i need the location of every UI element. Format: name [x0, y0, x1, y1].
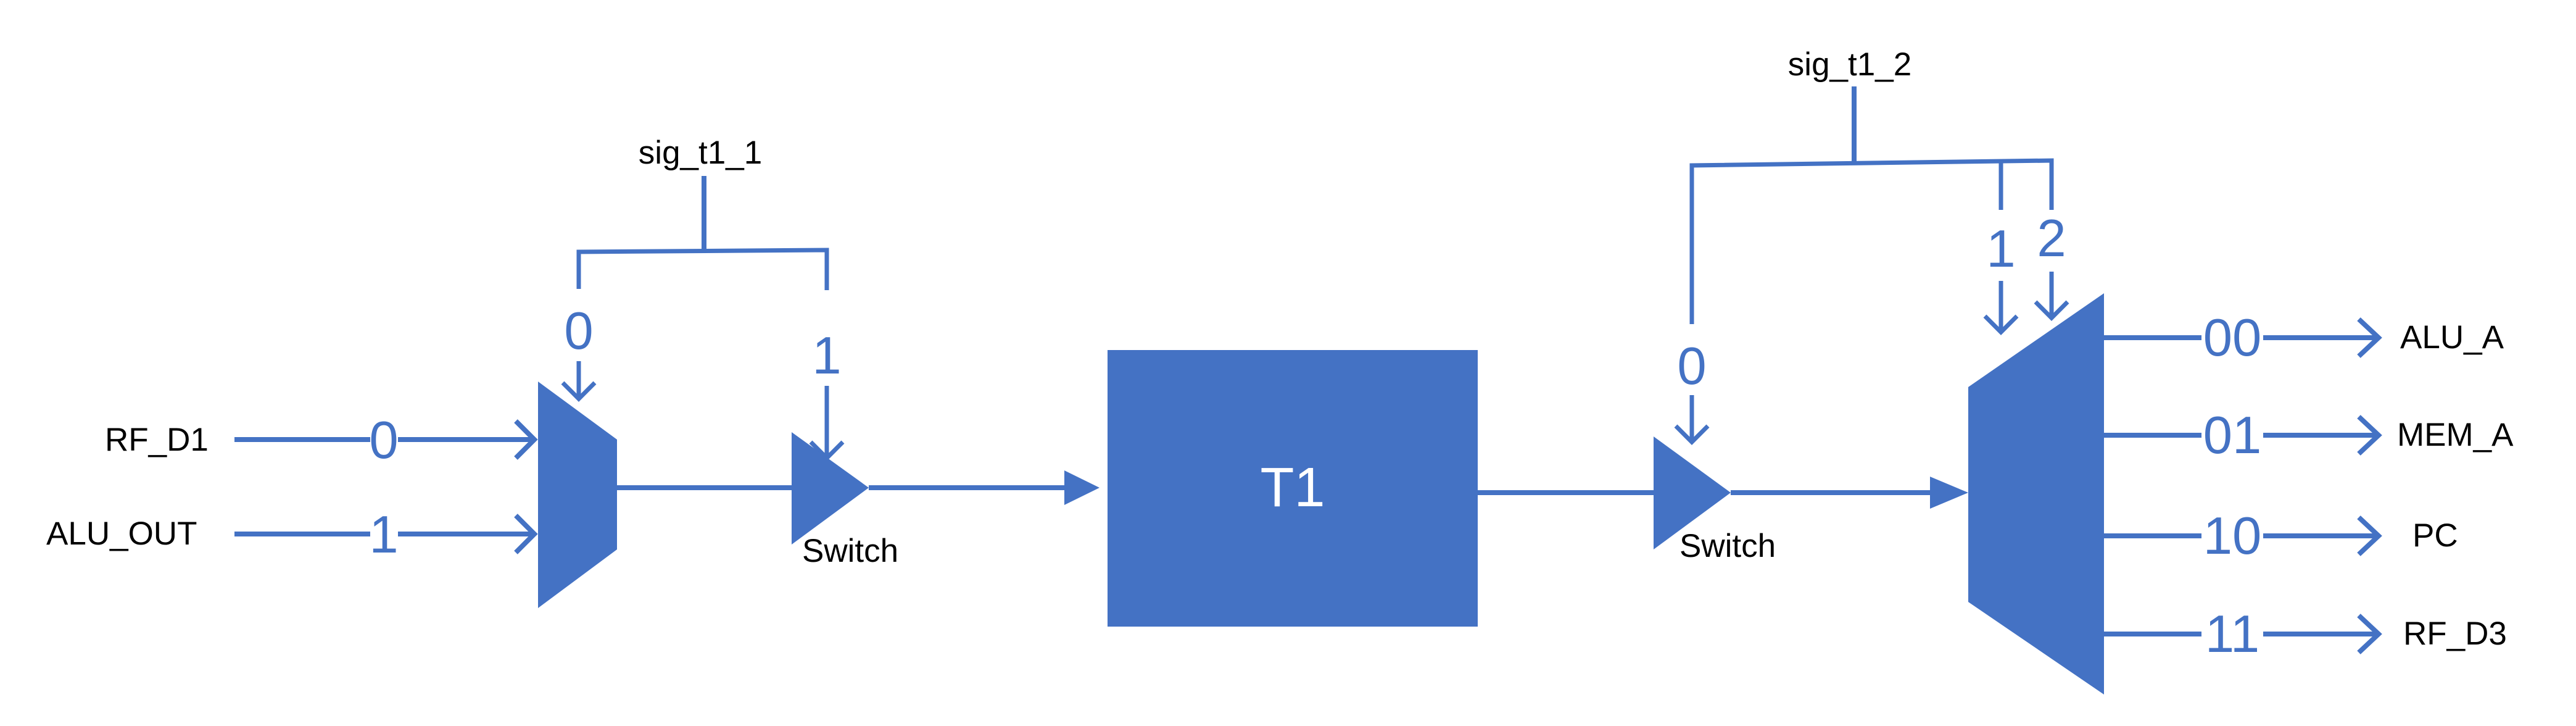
switch-label-left: Switch: [802, 533, 898, 569]
input-index-rf-d1: 0: [369, 411, 398, 470]
input-label-rf-d1: RF_D1: [105, 422, 209, 458]
output-demux: [1968, 293, 2104, 695]
arrowhead-into-t1: [1064, 470, 1100, 505]
arrowhead-rf-d1: [514, 419, 538, 460]
output-arrowhead: [2357, 515, 2382, 556]
select-value-right-switch: 0: [1677, 337, 1706, 396]
switch-right: [1654, 436, 1731, 549]
output-row: 01 MEM_A: [2104, 406, 2514, 465]
arrowhead-right-mux-a: [1983, 314, 2019, 335]
output-code: 11: [2205, 605, 2259, 664]
arrowhead-right-switch: [1674, 424, 1710, 445]
select-bus-left: [576, 248, 829, 290]
output-arrowhead: [2357, 415, 2382, 456]
output-label: ALU_A: [2400, 319, 2504, 356]
arrowhead-alu-out: [514, 514, 538, 554]
switch-label-right: Switch: [1679, 528, 1776, 564]
output-label: RF_D3: [2403, 615, 2507, 652]
select-value-right-mux-a: 1: [1986, 220, 2015, 278]
output-code: 01: [2203, 406, 2262, 465]
output-code: 00: [2203, 309, 2262, 367]
input-label-alu-out: ALU_OUT: [46, 515, 197, 552]
select-value-left-mux: 0: [564, 302, 593, 361]
output-row: 10 PC: [2104, 507, 2458, 565]
register-t1-label: T1: [1260, 457, 1325, 519]
select-signal-left: sig_t1_1: [639, 135, 762, 171]
select-signal-right: sig_t1_2: [1788, 46, 1911, 83]
output-label: MEM_A: [2397, 417, 2514, 453]
arrowhead-right-mux-b: [2034, 300, 2069, 321]
output-row: 00 ALU_A: [2104, 309, 2504, 367]
output-arrowhead: [2357, 614, 2382, 654]
select-bus-right: [1689, 158, 2054, 324]
output-code: 10: [2203, 507, 2262, 565]
select-value-right-mux-b: 2: [2037, 209, 2066, 268]
output-label: PC: [2412, 517, 2458, 554]
output-arrowhead: [2357, 317, 2382, 358]
arrowhead-into-demux: [1930, 477, 1968, 509]
register-t1: [1108, 350, 1478, 627]
select-value-left-switch: 1: [812, 327, 841, 385]
arrowhead-left-mux: [561, 381, 597, 402]
input-mux: [538, 382, 617, 608]
switch-left: [792, 432, 869, 544]
output-row: 11 RF_D3: [2104, 605, 2507, 664]
input-index-alu-out: 1: [369, 506, 398, 564]
